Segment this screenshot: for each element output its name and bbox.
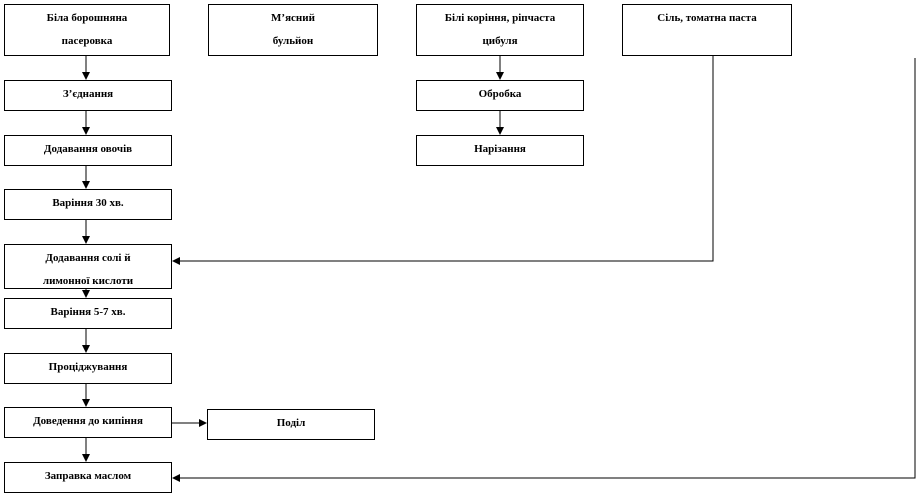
node-bringing-to-boil: Доведення до кипіння [4, 407, 172, 438]
node-boiling-5-7: Варіння 5-7 хв. [4, 298, 172, 329]
node-straining: Проціджування [4, 353, 172, 384]
arrow-salt-paste-to-adding [172, 56, 714, 265]
node-boiling-30: Варіння 30 хв. [4, 189, 172, 220]
arrow-edge-to-dressing [172, 58, 916, 482]
node-white-roots-onion: Білі коріння, ріпчаста цибуля [416, 4, 584, 56]
node-roux: Біла борошняна пасеровка [4, 4, 170, 56]
node-processing: Обробка [416, 80, 584, 111]
node-adding-vegetables: Додавання овочів [4, 135, 172, 166]
node-adding-salt-citric: Додавання солі й лимонної кислоти [4, 244, 172, 289]
node-portioning: Поділ [207, 409, 375, 440]
node-salt-tomato-paste: Сіль, томатна паста [622, 4, 792, 56]
node-combining: З’єднання [4, 80, 172, 111]
node-dressing-butter: Заправка маслом [4, 462, 172, 493]
node-cutting: Нарізання [416, 135, 584, 166]
node-meat-broth: М’ясний бульйон [208, 4, 378, 56]
